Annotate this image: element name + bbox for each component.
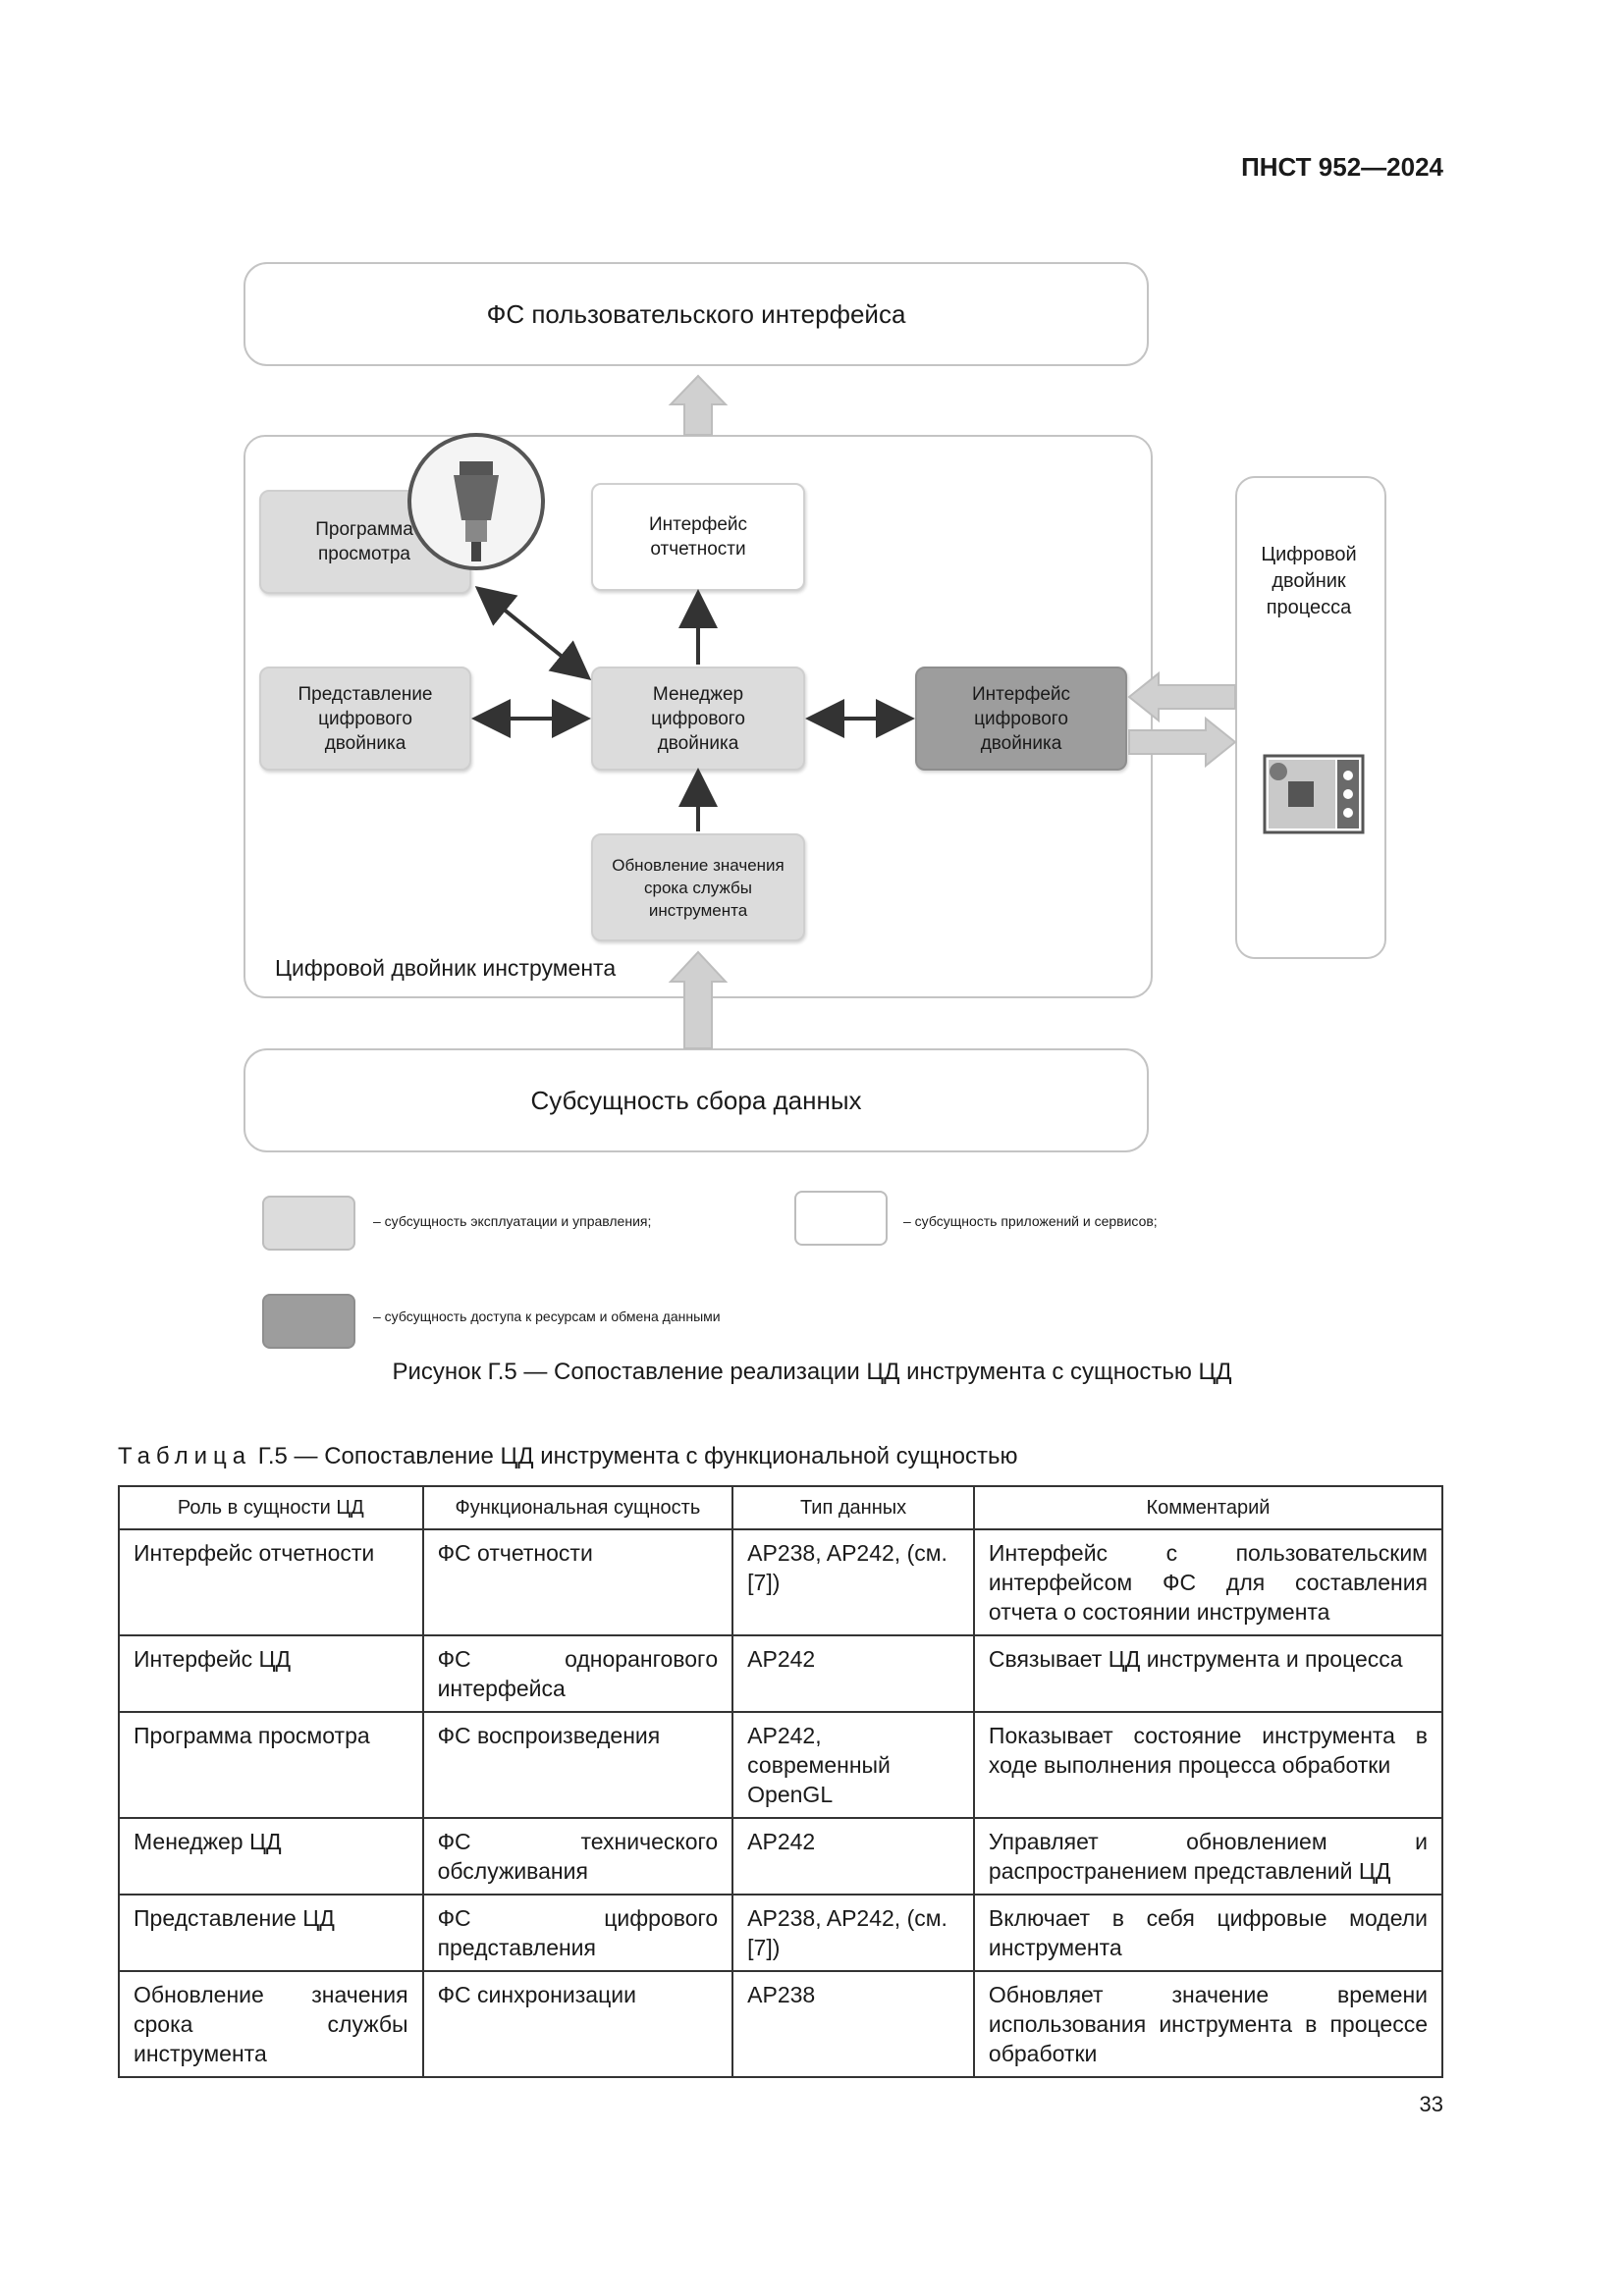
data-collection-box: Субсущность сбора данных — [244, 1048, 1149, 1152]
representation-label: Представление цифрового двойника — [298, 683, 433, 754]
arrow-to-process — [1128, 716, 1237, 769]
cell-fs: ФС синхронизации — [421, 1970, 734, 2078]
cell-data-type: AP242, современный OpenGL — [731, 1711, 975, 1819]
table-title-text: Г.5 — Сопоставление ЦД инструмента с фун… — [257, 1443, 1018, 1469]
cell-role: Интерфейс ЦД — [118, 1634, 424, 1713]
update-box: Обновление значения срока службы инструм… — [591, 833, 805, 941]
process-window-icon — [1263, 754, 1365, 834]
cell-data-type: AP238, AP242, (см. [7]) — [731, 1528, 975, 1636]
cell-fs: ФС цифрового представления — [421, 1894, 734, 1972]
header-role: Роль в сущности ЦД — [118, 1485, 424, 1530]
diagram-arrows — [407, 374, 1365, 1049]
table-row: Обновление значения срока службы инструм… — [118, 1970, 1444, 2078]
cell-fs: ФС одноранговогo интерфейса — [421, 1634, 734, 1713]
document-code: ПНСТ 952—2024 — [1241, 152, 1443, 182]
cell-fs: ФС воспроизведения — [421, 1711, 734, 1819]
legend-swatch-light — [262, 1196, 355, 1251]
cell-comment: Связывает ЦД инструмента и процесса — [972, 1634, 1444, 1713]
table-title: Таблица Г.5 — Сопоставление ЦД инструмен… — [118, 1443, 1018, 1470]
process-digital-twin-label: Цифровой двойник процесса — [1261, 544, 1357, 618]
cell-role: Представление ЦД — [118, 1894, 424, 1972]
figure-caption: Рисунок Г.5 — Сопоставление реализации Ц… — [392, 1359, 1232, 1385]
legend-text-white: – субсущность приложений и сервисов; — [903, 1213, 1158, 1229]
cell-data-type: AP242 — [731, 1634, 975, 1713]
cell-comment: Интерфейс с пользовательским интерфейсом… — [972, 1528, 1444, 1636]
report-interface-label: Интерфейс отчетности — [648, 514, 748, 560]
cell-comment: Показывает состояние инструмента в ходе … — [972, 1711, 1444, 1819]
cell-fs: ФС отчетности — [421, 1528, 734, 1636]
cell-comment: Обновляет значение времени использования… — [972, 1970, 1444, 2078]
table-row: Программа просмотра ФС воспроизведения A… — [118, 1711, 1444, 1819]
cell-data-type: AP238, AP242, (см. [7]) — [731, 1894, 975, 1972]
table-header-row: Роль в сущности ЦД Функциональная сущнос… — [118, 1485, 1444, 1530]
cell-data-type: AP238 — [731, 1970, 975, 2078]
cell-role: Интерфейс отчетности — [118, 1528, 424, 1636]
arrow-viewer-manager — [474, 585, 592, 681]
table-title-prefix: Таблица — [118, 1443, 252, 1469]
table-row: Интерфейс ЦД ФС одноранговогo интерфейса… — [118, 1634, 1444, 1713]
cell-fs: ФС технического обслуживания — [421, 1817, 734, 1896]
cell-role: Менеджер ЦД — [118, 1817, 424, 1896]
mapping-table: Роль в сущности ЦД Функциональная сущнос… — [118, 1485, 1444, 2078]
up-arrow-to-ui — [668, 374, 729, 436]
twin-interface-label: Интерфейс цифрового двойника — [971, 683, 1071, 754]
header-data-type: Тип данных — [731, 1485, 975, 1530]
cell-role: Программа просмотра — [118, 1711, 424, 1819]
tool-digital-twin-label: Цифровой двойник инструмента — [275, 955, 617, 981]
update-label: Обновление значения срока службы инструм… — [612, 855, 785, 920]
process-digital-twin-box — [1235, 476, 1386, 959]
arrow-from-process — [1127, 670, 1236, 723]
page-number: 33 — [1419, 2092, 1443, 2116]
table-row: Интерфейс отчетности ФС отчетности AP238… — [118, 1528, 1444, 1636]
legend-text-dark: – субсущность доступа к ресурсам и обмен… — [373, 1308, 721, 1324]
cell-comment: Управляет обновлением и распространением… — [972, 1817, 1444, 1896]
twin-interface-box: Интерфейс цифрового двойника — [915, 667, 1127, 771]
representation-box: Представление цифрового двойника — [259, 667, 471, 771]
legend-text-light: – субсущность эксплуатации и управления; — [373, 1213, 652, 1229]
up-arrow-from-data — [668, 950, 729, 1049]
legend-swatch-white — [794, 1191, 888, 1246]
viewer-label: Программа просмотра — [315, 519, 413, 564]
tool-holder-icon — [407, 433, 545, 570]
ui-fs-box: ФС пользовательского интерфейса — [244, 262, 1149, 366]
legend-swatch-dark — [262, 1294, 355, 1349]
cell-comment: Включает в себя цифровые модели инструме… — [972, 1894, 1444, 1972]
manager-box: Менеджер цифрового двойника — [591, 667, 805, 771]
header-fs: Функциональная сущность — [421, 1485, 734, 1530]
cell-role: Обновление значения срока службы инструм… — [118, 1970, 424, 2078]
header-comment: Комментарий — [972, 1485, 1444, 1530]
manager-label: Менеджер цифрового двойника — [651, 683, 745, 754]
table-row: Менеджер ЦД ФС технического обслуживания… — [118, 1817, 1444, 1896]
report-interface-box: Интерфейс отчетности — [591, 483, 805, 591]
table-row: Представление ЦД ФС цифрового представле… — [118, 1894, 1444, 1972]
cell-data-type: AP242 — [731, 1817, 975, 1896]
